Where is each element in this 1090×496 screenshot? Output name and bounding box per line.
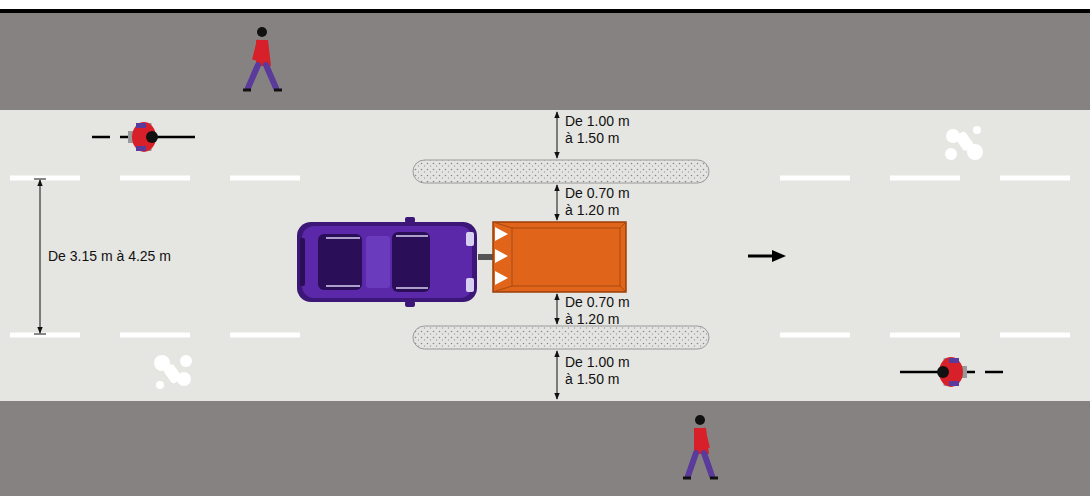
top-border <box>0 9 1090 13</box>
bike-pictogram <box>945 126 983 160</box>
sidewalk <box>0 401 1090 496</box>
dimension-label: De 1.00 m à 1.50 m <box>565 354 637 388</box>
dimension-label: De 3.15 m à 4.25 m <box>48 248 171 265</box>
trailer <box>478 222 626 292</box>
direction-arrow <box>748 250 786 262</box>
dimension-lines <box>34 112 557 399</box>
lane-dash <box>780 176 850 181</box>
lane-dash <box>890 333 960 338</box>
lane-dash <box>120 333 190 338</box>
dimension-label: De 1.00 m à 1.50 m <box>565 113 637 147</box>
sidewalk <box>0 13 1090 110</box>
dimension-label: De 0.70 m à 1.20 m <box>565 185 637 219</box>
car <box>297 217 477 307</box>
lane-dash <box>1000 176 1070 181</box>
traffic-island <box>413 160 709 183</box>
lane-dash <box>890 176 960 181</box>
lane-markings <box>10 176 1070 338</box>
lane-dash <box>10 176 80 181</box>
road <box>0 110 1090 401</box>
lane-dash <box>230 176 300 181</box>
pedestrian <box>243 27 282 90</box>
pedestrian <box>683 415 718 478</box>
cyclist <box>92 122 195 152</box>
lane-dash <box>230 333 300 338</box>
lane-dash <box>10 333 80 338</box>
lane-dash <box>780 333 850 338</box>
lane-dash <box>1000 333 1070 338</box>
bike-pictogram <box>154 355 192 389</box>
traffic-island <box>413 326 709 349</box>
cyclist <box>900 357 1003 387</box>
dimension-label: De 0.70 m à 1.20 m <box>565 294 637 328</box>
lane-dash <box>120 176 190 181</box>
